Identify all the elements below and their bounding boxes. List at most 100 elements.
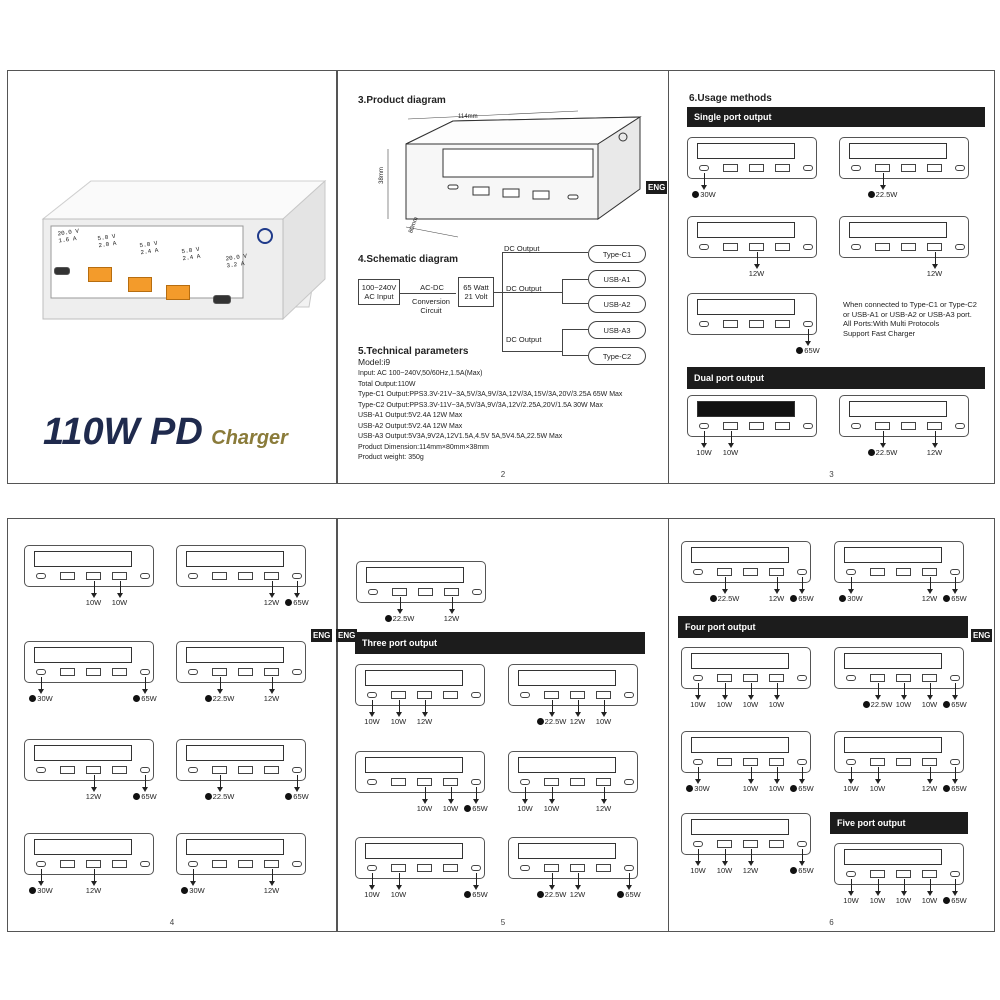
output-arrow — [695, 767, 701, 784]
charger-screen — [34, 551, 132, 567]
output-arrow — [216, 677, 223, 694]
output-arrow — [753, 252, 760, 269]
port-type-c1 — [955, 244, 965, 250]
output-wattage-label: 65W — [790, 346, 826, 355]
port-type-c2 — [367, 692, 377, 698]
charger-screen — [691, 653, 789, 669]
port-type-c2 — [699, 423, 709, 429]
output-wattage-label: 12W — [263, 598, 280, 607]
output-arrow — [395, 873, 402, 890]
port-usb-a1 — [922, 568, 937, 576]
output-wattage-label: 12W — [569, 717, 586, 726]
schematic-out-type-c2: Type-C2 — [588, 347, 646, 365]
fast-charge-icon — [204, 793, 212, 800]
output-arrow — [848, 767, 854, 784]
output-arrow — [90, 581, 97, 598]
port-usb-a2 — [570, 691, 585, 699]
port-type-c1 — [803, 423, 813, 429]
eng-tab: ENG — [311, 629, 333, 642]
port-type-c2 — [851, 244, 861, 250]
fast-charge-icon — [384, 615, 392, 622]
port-type-c1 — [140, 573, 150, 579]
output-wattage-label: 10W — [85, 598, 102, 607]
port-type-c1 — [140, 669, 150, 675]
schematic-psu-box: 65 Watt 21 Volt — [458, 277, 494, 307]
output-arrow — [799, 767, 805, 784]
output-wattage-label: 65W — [784, 866, 820, 875]
output-wattage-label: 10W — [895, 700, 912, 709]
output-arrow — [701, 431, 707, 448]
port-type-c1 — [955, 165, 965, 171]
schematic-input-box: 100~240V AC Input — [358, 279, 400, 305]
output-wattage-label: 10W — [722, 448, 739, 457]
port-type-c1 — [624, 779, 634, 785]
charger-illustration — [41, 179, 327, 321]
port-type-c2 — [846, 569, 856, 575]
port-usb-a2 — [86, 668, 101, 676]
output-arrow — [473, 787, 479, 804]
spec-list: Input: AC 100~240V,50/60Hz,1.5A(Max) Tot… — [358, 369, 663, 464]
charger-screen — [365, 670, 463, 686]
port-usb-a1 — [775, 243, 790, 251]
output-arrow — [952, 683, 958, 700]
output-wattage-label: 10W — [364, 717, 380, 726]
output-wattage-label: 65W — [127, 694, 163, 703]
output-arrow — [421, 700, 428, 717]
port-usb-a3 — [391, 778, 406, 786]
port-type-c1 — [471, 692, 481, 698]
fast-charge-icon — [133, 695, 141, 702]
output-arrow — [773, 767, 780, 784]
port-usb-a2 — [896, 758, 911, 766]
output-wattage-label: 65W — [458, 804, 494, 813]
output-arrow — [926, 683, 933, 700]
output-wattage-label: 10W — [869, 784, 886, 793]
port-type-c2 — [520, 692, 530, 698]
output-arrow — [931, 252, 938, 269]
port-usb-a1 — [444, 588, 459, 596]
output-wattage-label: 12W — [748, 269, 765, 278]
schematic-dc-output-3: DC Output — [506, 335, 542, 344]
output-arrow — [116, 581, 123, 598]
output-wattage-label: 22.5W — [534, 717, 570, 726]
fast-charge-icon — [790, 785, 798, 792]
charger-screen — [518, 670, 616, 686]
single-port-bar: Single port output — [687, 107, 985, 127]
output-arrow — [952, 577, 958, 594]
output-arrow — [548, 700, 555, 717]
output-wattage-label: 10W — [390, 890, 407, 899]
port-type-c2 — [693, 841, 703, 847]
output-wattage-label: 65W — [784, 594, 820, 603]
output-arrow — [747, 767, 754, 784]
port-usb-a3 — [875, 164, 890, 172]
output-arrow — [900, 879, 907, 896]
output-arrow — [773, 577, 780, 594]
port-usb-a1 — [922, 674, 937, 682]
output-arrow — [448, 597, 455, 614]
output-wattage-label: 10W — [111, 598, 128, 607]
port-type-c1 — [292, 767, 302, 773]
charger-screen — [691, 819, 789, 835]
charger-screen — [697, 401, 795, 417]
port-usb-a2 — [749, 422, 764, 430]
page-number: 3 — [829, 470, 834, 479]
output-arrow — [952, 767, 958, 784]
port-usb-a2 — [128, 277, 152, 292]
charger-diagram: 10W 10W — [24, 545, 154, 615]
port-usb-a1 — [443, 691, 458, 699]
page-number: 2 — [500, 470, 506, 479]
spec-usb-a1: USB-A1 Output:5V2.4A 12W Max — [358, 412, 463, 419]
output-arrow — [369, 700, 375, 717]
output-arrow — [600, 700, 607, 717]
output-wattage-label: 30W — [23, 886, 59, 895]
output-arrow — [900, 683, 907, 700]
page-6: ENG Four port output Five port output 6 … — [668, 518, 995, 932]
output-wattage-label: 10W — [696, 448, 712, 457]
output-arrow — [695, 683, 701, 700]
output-arrow — [190, 869, 196, 886]
